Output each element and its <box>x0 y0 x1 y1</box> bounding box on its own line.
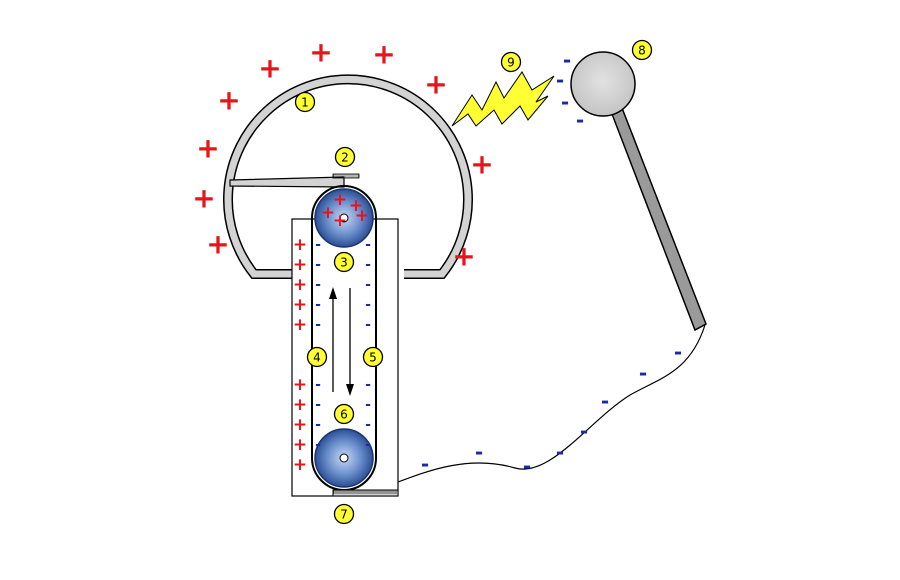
belt-negative-charge: - <box>315 417 321 433</box>
belt-negative-charge: - <box>365 317 371 333</box>
label-7: 7 <box>333 503 355 525</box>
lower-comb <box>332 489 399 497</box>
label-badge <box>333 251 355 273</box>
wire-negative-charge: - <box>639 361 647 385</box>
discharge-sphere <box>570 51 636 117</box>
lower-roller <box>314 428 374 488</box>
label-badge <box>362 346 384 368</box>
belt-negative-charge: - <box>365 277 371 293</box>
label-8: 8 <box>631 39 653 61</box>
wire-negative-charge: - <box>674 340 682 364</box>
label-5: 5 <box>362 346 384 368</box>
dome-positive-charge: + <box>309 36 332 69</box>
roller-positive-charge: + <box>349 196 363 216</box>
label-4: 4 <box>306 346 328 368</box>
belt-negative-charge: - <box>315 437 321 453</box>
label-number: 7 <box>340 508 348 522</box>
label-2: 2 <box>334 146 356 168</box>
belt-negative-charge: - <box>315 397 321 413</box>
label-number: 4 <box>313 351 321 365</box>
belt-negative-charge: - <box>365 377 371 393</box>
wire-negative-charge: - <box>475 440 483 464</box>
discharge-rod <box>611 106 707 332</box>
belt-negative-charge: - <box>365 417 371 433</box>
belt <box>311 185 377 491</box>
roller-positive-charge: + <box>321 203 335 223</box>
belt-negative-charge: - <box>365 237 371 253</box>
belt-negative-charge: - <box>315 257 321 273</box>
belt-negative-charge: - <box>315 277 321 293</box>
label-badge <box>334 146 356 168</box>
belt-negative-charge: - <box>365 437 371 453</box>
column-positive-charge: + <box>293 295 307 315</box>
belt-up-arrow <box>329 287 337 392</box>
upper-comb <box>229 173 360 188</box>
belt-negative-charge: - <box>315 297 321 313</box>
label-badge <box>294 91 316 113</box>
label-number: 9 <box>507 56 515 70</box>
belt-negative-charge: - <box>315 317 321 333</box>
column-positive-charge: + <box>293 435 307 455</box>
sphere-negative-charge: - <box>561 90 569 114</box>
dome-positive-charge: + <box>258 52 281 85</box>
dome-positive-charge: + <box>424 68 447 101</box>
wire-negative-charge: - <box>523 454 531 478</box>
column-positive-charge: + <box>293 415 307 435</box>
label-1: 1 <box>294 91 316 113</box>
dome-positive-charge: + <box>470 148 493 181</box>
column-positive-charge: + <box>293 315 307 335</box>
label-number: 1 <box>301 96 309 110</box>
column-positive-charge: + <box>293 255 307 275</box>
column-positive-charge: + <box>293 375 307 395</box>
label-number: 2 <box>341 151 349 165</box>
dome-positive-charge: + <box>192 182 215 215</box>
wire-negative-charge: - <box>556 440 564 464</box>
roller-positive-charge: + <box>333 190 347 210</box>
belt-negative-charge: - <box>365 297 371 313</box>
label-6: 6 <box>333 403 355 425</box>
column-positive-charge: + <box>293 395 307 415</box>
roller-positive-charge: + <box>355 206 369 226</box>
label-number: 3 <box>340 256 348 270</box>
dome-positive-charge: + <box>206 228 229 261</box>
label-number: 6 <box>340 408 348 422</box>
wire-negative-charge: - <box>421 452 429 476</box>
label-badge <box>333 503 355 525</box>
sphere-negative-charge: - <box>563 48 571 72</box>
dome-positive-charge: + <box>372 38 395 71</box>
label-badge <box>631 39 653 61</box>
belt-negative-charge: - <box>365 397 371 413</box>
dome-positive-charge: + <box>217 84 240 117</box>
collector-dome <box>223 74 473 279</box>
belt-negative-charge: - <box>315 237 321 253</box>
belt-down-arrow <box>346 288 354 396</box>
column-positive-charge: + <box>293 235 307 255</box>
sphere-negative-charge: - <box>556 68 564 92</box>
label-9: 9 <box>500 51 522 73</box>
ground-wire <box>397 324 706 483</box>
belt-negative-charge: - <box>315 377 321 393</box>
column-positive-charge: + <box>293 275 307 295</box>
label-badge <box>500 51 522 73</box>
column-positive-charge: + <box>293 455 307 475</box>
label-number: 5 <box>369 351 377 365</box>
wire-negative-charge: - <box>601 389 609 413</box>
roller-positive-charge: + <box>333 211 347 231</box>
wire-negative-charge: - <box>580 419 588 443</box>
label-badge <box>306 346 328 368</box>
spark <box>451 71 555 127</box>
belt-negative-charge: - <box>365 257 371 273</box>
sphere-negative-charge: - <box>576 108 584 132</box>
dome-positive-charge: + <box>196 132 219 165</box>
label-number: 8 <box>638 44 646 58</box>
label-badge <box>333 403 355 425</box>
label-3: 3 <box>333 251 355 273</box>
dome-positive-charge: + <box>452 240 475 273</box>
upper-roller <box>314 188 374 248</box>
